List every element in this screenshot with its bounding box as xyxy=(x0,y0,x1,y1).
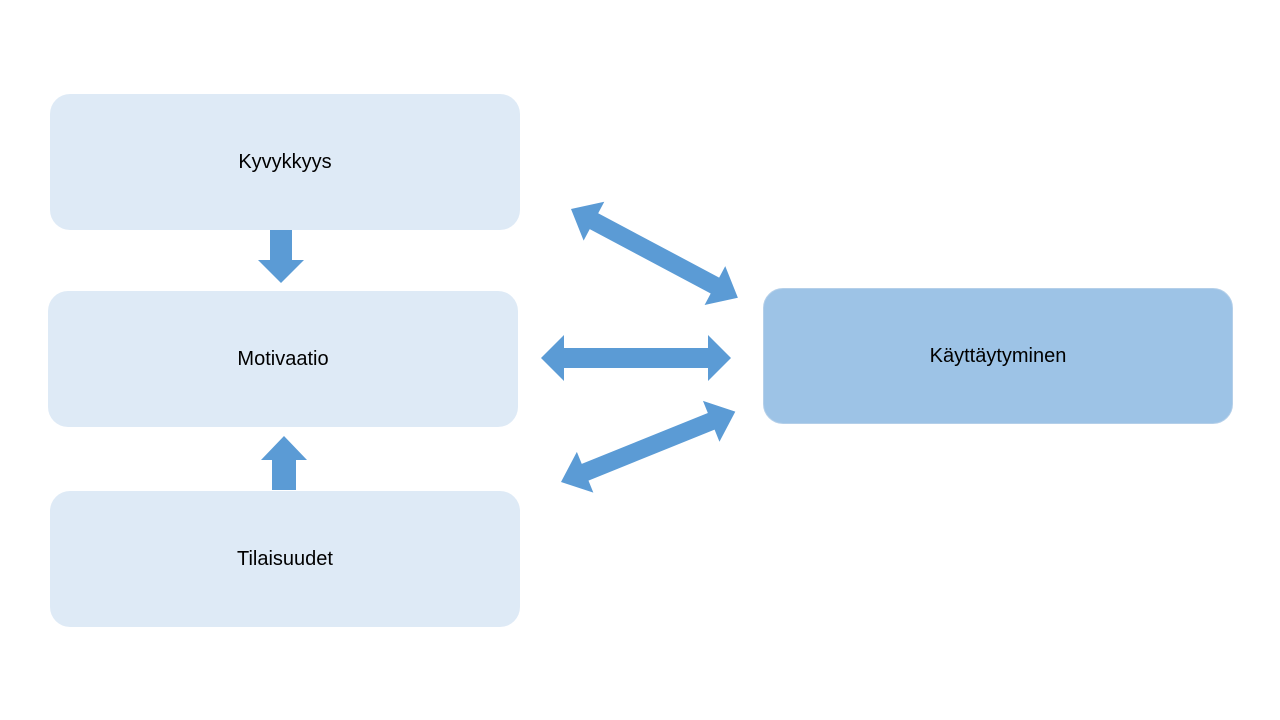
node-opportunities-label: Tilaisuudet xyxy=(237,547,333,570)
node-ability: Kyvykkyys xyxy=(50,94,520,230)
node-opportunities: Tilaisuudet xyxy=(50,491,520,627)
arrow-ability-to-motivation xyxy=(258,230,304,283)
node-motivation-label: Motivaatio xyxy=(237,347,329,370)
node-ability-label: Kyvykkyys xyxy=(238,150,332,173)
arrow-opportunities-behaviour xyxy=(561,400,736,493)
arrow-motivation-behaviour xyxy=(541,335,731,381)
arrow-ability-behaviour xyxy=(571,201,738,305)
arrow-opportunities-to-motivation xyxy=(261,436,307,490)
node-behaviour: Käyttäytyminen xyxy=(763,288,1233,424)
node-behaviour-label: Käyttäytyminen xyxy=(929,344,1067,367)
node-motivation: Motivaatio xyxy=(48,291,518,427)
